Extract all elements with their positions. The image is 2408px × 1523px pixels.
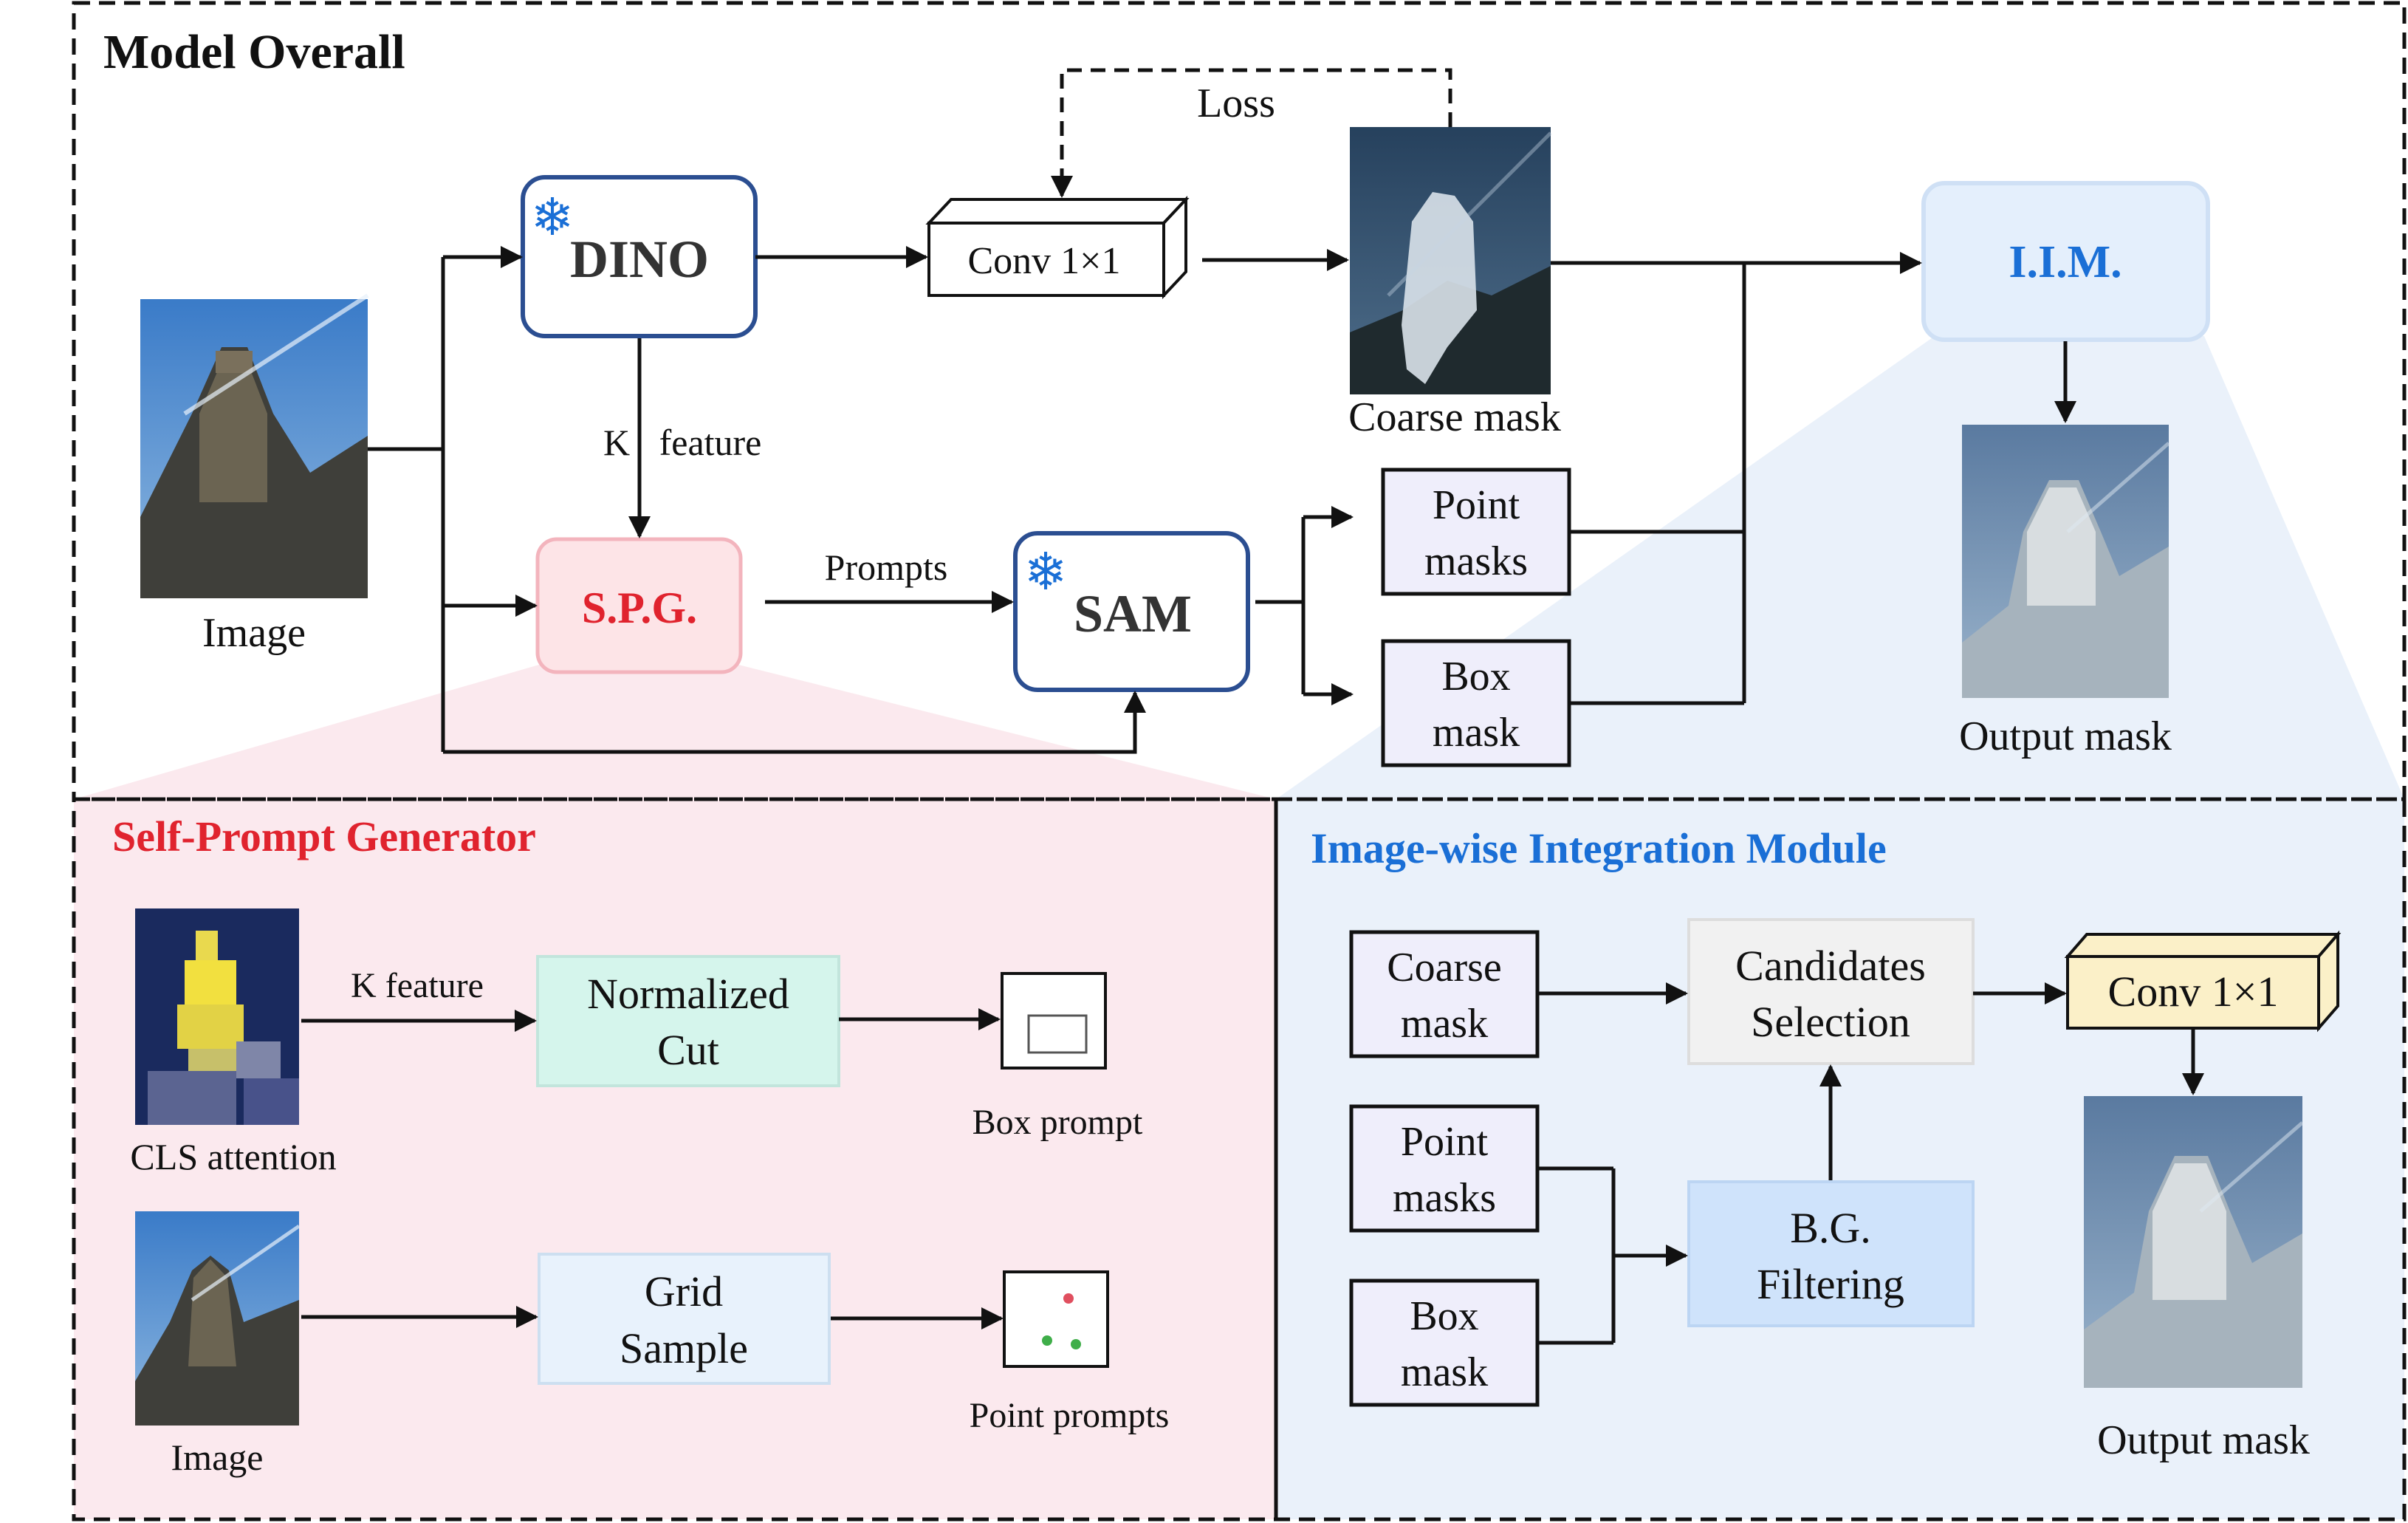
conv-block-iim <box>2064 930 2342 1033</box>
ncut-line1: Normalized <box>587 970 789 1018</box>
candidates-selection-block <box>1687 918 1975 1065</box>
point-masks-box <box>1381 468 1571 596</box>
iim-connectors <box>1537 982 2204 1345</box>
bg-line1: B.G. <box>1790 1204 1871 1252</box>
dino-snowflake-icon: ❄ <box>531 187 574 247</box>
spg-k-feature-label: K feature <box>351 966 484 1005</box>
grid-sample-block <box>538 1253 831 1385</box>
point-masks-line2: masks <box>1424 538 1528 584</box>
spg-block <box>535 537 743 674</box>
iim-point-line1: Point <box>1401 1119 1489 1165</box>
box-prompt-label: Box prompt <box>973 1103 1143 1142</box>
input-image <box>140 293 369 598</box>
iim-box-line2: mask <box>1401 1349 1488 1395</box>
iim-point-line2: masks <box>1393 1175 1496 1221</box>
iim-frame <box>1274 797 2407 1522</box>
feature-label: feature <box>659 422 762 463</box>
overall-connectors <box>368 68 2076 754</box>
grid-line2: Sample <box>620 1324 748 1372</box>
box-mask-line2: mask <box>1433 710 1520 756</box>
output-mask-image-iim <box>2084 1096 2304 1388</box>
k-label: K <box>603 422 630 463</box>
point-prompts-label: Point prompts <box>970 1396 1170 1435</box>
iim-coarse-line2: mask <box>1401 1001 1488 1047</box>
ncut-line2: Cut <box>657 1026 719 1074</box>
spg-connectors <box>301 1008 1004 1329</box>
conv-block-top <box>925 195 1190 300</box>
grid-line1: Grid <box>645 1267 723 1315</box>
iim-point-masks-box <box>1349 1104 1540 1233</box>
iim-block <box>1921 181 2210 342</box>
dino-label: DINO <box>570 230 709 289</box>
iim-conv-label: Conv 1×1 <box>2108 968 2279 1016</box>
output-mask-image-top <box>1962 425 2170 698</box>
spg-block-label: S.P.G. <box>582 583 697 632</box>
iim-block-label: I.I.M. <box>2009 237 2121 287</box>
loss-label: Loss <box>1197 81 1275 126</box>
iim-title: Image-wise Integration Module <box>1311 824 1887 872</box>
spg-input-image <box>135 1211 301 1426</box>
spg-title: Self-Prompt Generator <box>112 812 536 860</box>
prompts-label: Prompts <box>825 547 948 588</box>
sam-snowflake-icon: ❄ <box>1024 541 1068 602</box>
box-prompt-icon <box>1001 972 1107 1069</box>
bg-line2: Filtering <box>1757 1260 1904 1308</box>
cls-attention-map <box>135 908 299 1125</box>
box-mask-box <box>1381 639 1571 767</box>
input-image-label: Image <box>202 610 306 656</box>
conv-top-label: Conv 1×1 <box>967 240 1120 282</box>
box-mask-line1: Box <box>1441 654 1510 699</box>
iim-output-mask-label: Output mask <box>2097 1417 2310 1463</box>
iim-coarse-mask-box <box>1349 930 1540 1058</box>
model-overall-title: Model Overall <box>103 25 405 79</box>
point-prompts-icon <box>1003 1270 1109 1368</box>
point-masks-line1: Point <box>1433 482 1520 528</box>
cand-line2: Selection <box>1751 998 1910 1046</box>
model-overall-frame <box>72 1 2407 801</box>
iim-box-line1: Box <box>1410 1293 1478 1339</box>
coarse-mask-image <box>1350 127 1552 394</box>
sam-label: SAM <box>1074 584 1192 643</box>
cls-attention-label: CLS attention <box>130 1136 336 1177</box>
spg-frame <box>72 797 1278 1522</box>
coarse-mask-label: Coarse mask <box>1348 394 1561 440</box>
cand-line1: Candidates <box>1735 942 1926 990</box>
output-mask-label-top: Output mask <box>1959 713 2172 759</box>
sam-block <box>1013 531 1250 692</box>
bg-filtering-block <box>1687 1180 1975 1327</box>
spg-image-label: Image <box>171 1437 264 1478</box>
normalized-cut-block <box>536 955 840 1087</box>
spg-zoom-wedge <box>74 665 1276 799</box>
iim-coarse-line1: Coarse <box>1387 945 1502 990</box>
